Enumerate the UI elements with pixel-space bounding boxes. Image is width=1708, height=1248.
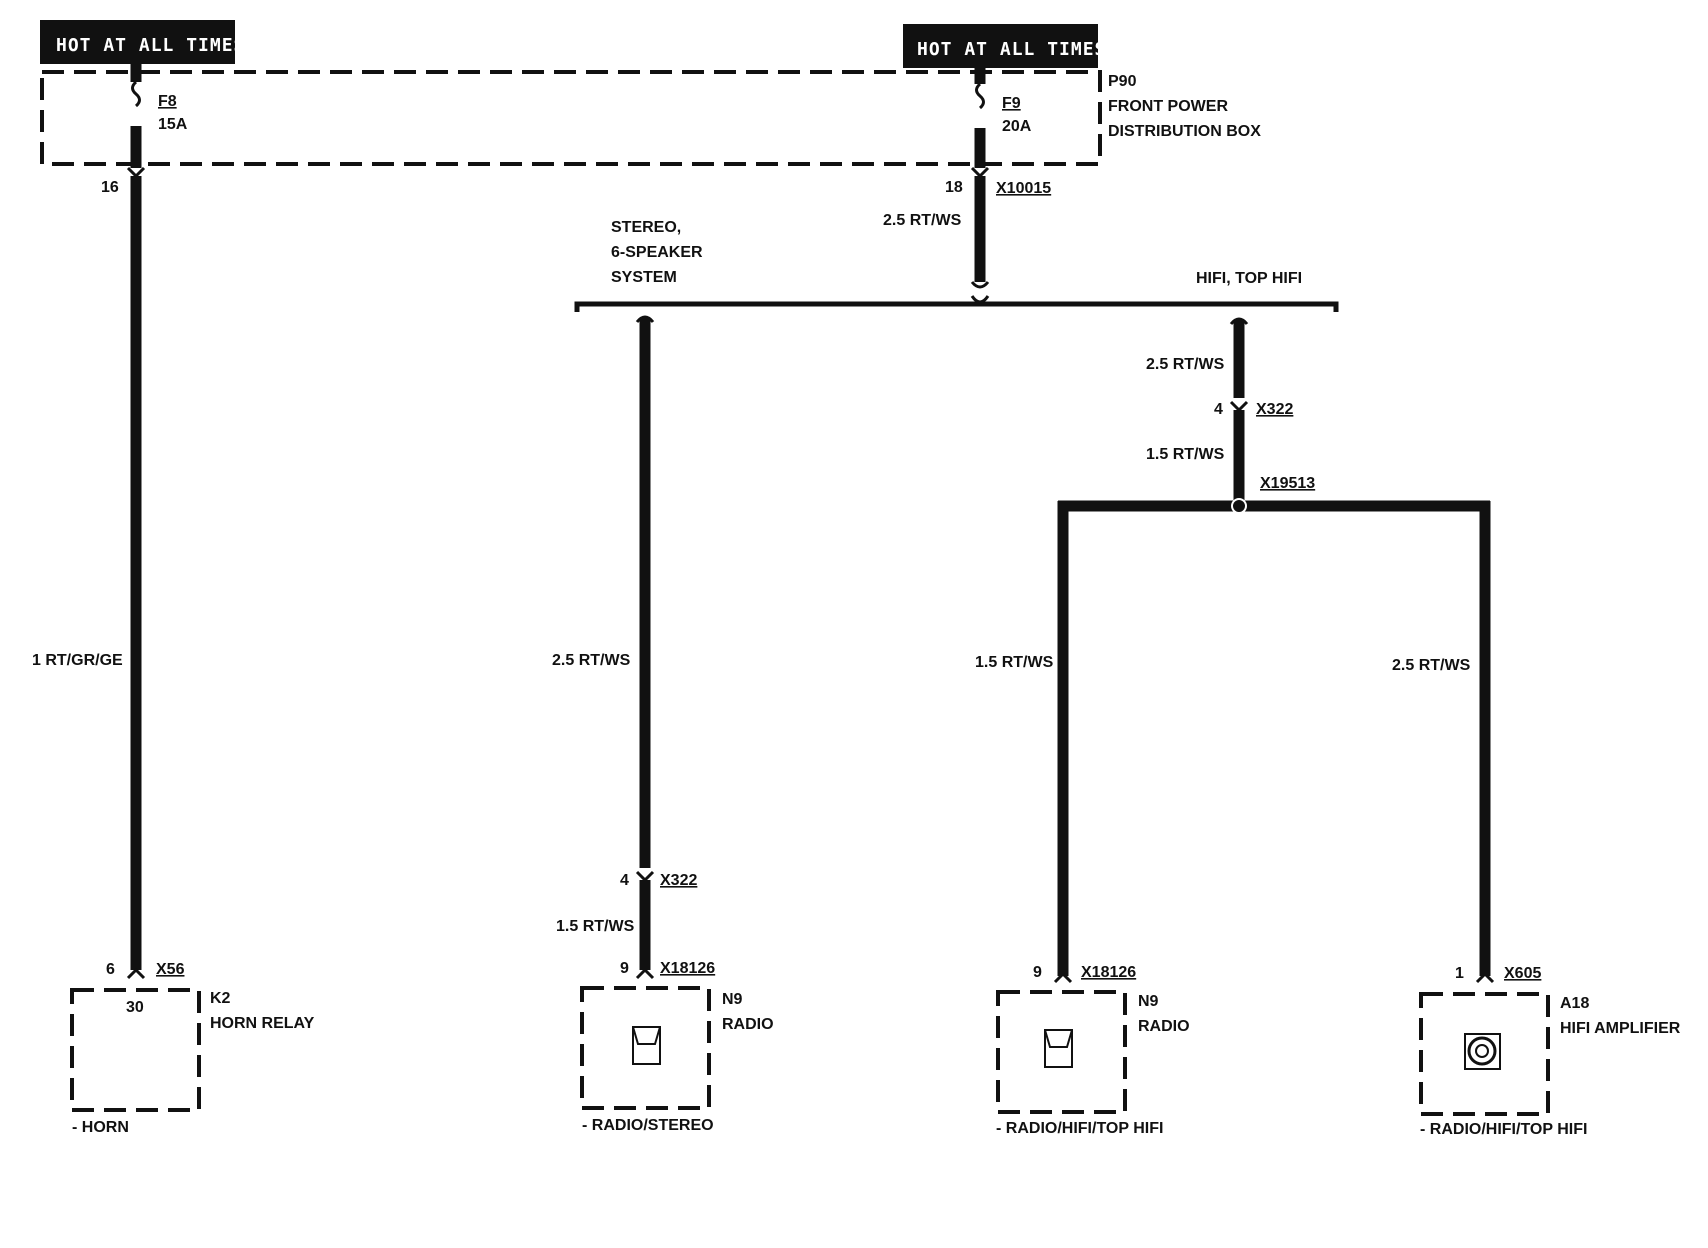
amp-name: HIFI AMPLIFIER — [1560, 1020, 1681, 1037]
option-stereo-3: SYSTEM — [611, 269, 677, 286]
fuse-f9-pin: 18 — [945, 179, 963, 196]
amp-connector: X605 — [1504, 965, 1541, 982]
horn-relay-box — [70, 988, 201, 1112]
wire-stereo-after-x322: 1.5 RT/WS — [556, 918, 635, 935]
horn-circuit: 1 RT/GR/GE 6 X56 30 K2 HORN RELAY - HORN — [32, 166, 315, 1136]
wire-radio-hifi: 1.5 RT/WS — [975, 654, 1054, 671]
amp-box — [1419, 992, 1550, 1116]
wire-amp-feed: 2.5 RT/WS — [1392, 657, 1471, 674]
option-bus: STEREO, 6-SPEAKER SYSTEM HIFI, TOP HIFI — [574, 219, 1339, 312]
radio-hifi-connector: X18126 — [1081, 964, 1136, 981]
amplifier-branch: 2.5 RT/WS 1 X605 A18 HIFI AMPLIFIER - RA… — [1392, 657, 1681, 1138]
header-left-text: HOT AT ALL TIMES — [56, 35, 245, 56]
stereo-branch: 2.5 RT/WS 4 X322 1.5 RT/WS 9 X18126 N9 R… — [552, 315, 774, 1134]
fuse-f9-connector: X10015 — [996, 180, 1051, 197]
wire-horn-feed: 1 RT/GR/GE — [32, 652, 123, 669]
fuse-f8: F8 15A 16 — [101, 64, 188, 196]
fuse-f8-icon — [131, 80, 141, 108]
speaker-icon — [1464, 1033, 1501, 1070]
fuse-f8-rating: 15A — [158, 116, 188, 133]
wire-f9-out: 2.5 RT/WS — [883, 212, 962, 229]
wire-hifi-after-x322: 1.5 RT/WS — [1146, 446, 1225, 463]
fuse-f8-pin: 16 — [101, 179, 119, 196]
wire-stereo-branch: 2.5 RT/WS — [552, 652, 631, 669]
fuse-box-name-1: FRONT POWER — [1108, 98, 1228, 115]
fuse-f9: F9 20A 18 X10015 — [945, 68, 1051, 197]
radio-hifi-pin: 9 — [1033, 964, 1042, 981]
radio-stereo-icon — [632, 1026, 661, 1065]
radio-hifi-branch: 1.5 RT/WS 9 X18126 N9 RADIO - RADIO/HIFI… — [975, 654, 1190, 1137]
radio-stereo-connector: X18126 — [660, 960, 715, 977]
radio-stereo-pin: 9 — [620, 960, 629, 977]
option-stereo-2: 6-SPEAKER — [611, 244, 703, 261]
horn-relay-terminal: 30 — [126, 999, 144, 1016]
amp-id: A18 — [1560, 995, 1589, 1012]
horn-relay-id: K2 — [210, 990, 231, 1007]
fuse-f9-rating: 20A — [1002, 118, 1032, 135]
radio-hifi-id: N9 — [1138, 993, 1159, 1010]
fuse-box-name-2: DISTRIBUTION BOX — [1108, 123, 1261, 140]
horn-connector-name: X56 — [156, 961, 185, 978]
splice-name: X19513 — [1260, 475, 1315, 492]
hifi-branch: 2.5 RT/WS 4 X322 1.5 RT/WS X19513 — [1057, 317, 1491, 976]
f9-feed: 2.5 RT/WS — [883, 166, 990, 289]
hifi-x322-pin: 4 — [1214, 401, 1223, 418]
fuse-f8-name: F8 — [158, 93, 177, 110]
fuse-box-id: P90 — [1108, 73, 1137, 90]
option-hifi: HIFI, TOP HIFI — [1196, 270, 1302, 287]
radio-hifi-box — [996, 990, 1127, 1114]
radio-stereo-id: N9 — [722, 991, 743, 1008]
option-stereo-1: STEREO, — [611, 219, 681, 236]
radio-hifi-caption: - RADIO/HIFI/TOP HIFI — [996, 1120, 1163, 1137]
fuse-f9-icon — [975, 82, 985, 110]
amp-pin: 1 — [1455, 965, 1464, 982]
fuse-f9-name: F9 — [1002, 95, 1021, 112]
fuse-box: P90 FRONT POWER DISTRIBUTION BOX — [40, 70, 1261, 166]
header-right: HOT AT ALL TIMES — [903, 24, 1106, 68]
horn-connector-pin: 6 — [106, 961, 115, 978]
header-right-text: HOT AT ALL TIMES — [917, 39, 1106, 60]
splice-dot — [1231, 498, 1247, 514]
horn-relay-name: HORN RELAY — [210, 1015, 315, 1032]
wire-hifi-branch: 2.5 RT/WS — [1146, 356, 1225, 373]
radio-stereo-caption: - RADIO/STEREO — [582, 1117, 714, 1134]
stereo-x322-pin: 4 — [620, 872, 629, 889]
amp-caption: - RADIO/HIFI/TOP HIFI — [1420, 1121, 1587, 1138]
radio-hifi-name: RADIO — [1138, 1018, 1190, 1035]
hifi-x322-name: X322 — [1256, 401, 1293, 418]
radio-stereo-name: RADIO — [722, 1016, 774, 1033]
radio-stereo-box — [580, 986, 711, 1110]
header-left: HOT AT ALL TIMES — [40, 20, 245, 64]
radio-hifi-icon — [1044, 1029, 1073, 1068]
stereo-x322-name: X322 — [660, 872, 697, 889]
horn-caption: - HORN — [72, 1119, 129, 1136]
